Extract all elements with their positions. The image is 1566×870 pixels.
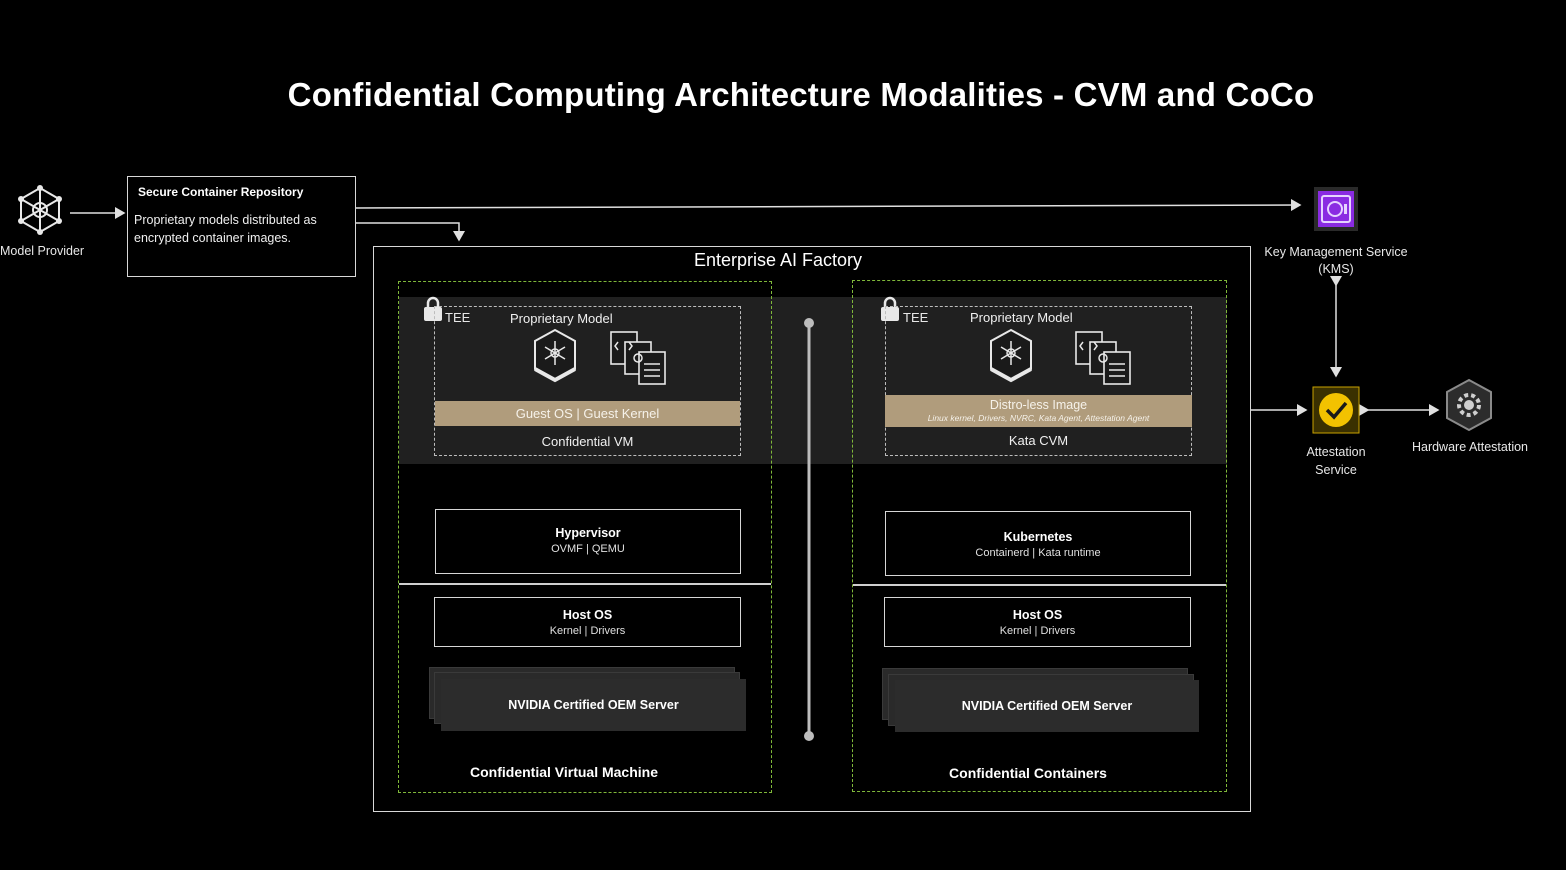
code-documents-icon [609, 330, 667, 391]
coco-tee-box [885, 306, 1192, 456]
coco-section [852, 280, 1227, 792]
repository-description: Proprietary models distributed as encryp… [134, 213, 317, 245]
coco-host-os-layer: Host OS Kernel | Drivers [884, 597, 1191, 647]
lock-icon [423, 296, 443, 327]
coco-distroless-title: Distro-less Image [989, 398, 1088, 412]
section-divider [804, 318, 814, 741]
model-cube-icon [532, 328, 578, 389]
cvm-host-os-title: Host OS [562, 608, 613, 622]
coco-distroless-bar: Distro-less Image Linux kernel, Drivers,… [885, 395, 1192, 427]
vault-icon [1313, 186, 1359, 237]
model-cube-icon [988, 328, 1034, 389]
cvm-host-separator [399, 583, 771, 585]
hypervisor-layer: Hypervisor OVMF | QEMU [435, 509, 741, 574]
cvm-tee-box [434, 306, 741, 456]
cvm-guest-os-bar: Guest OS | Guest Kernel [435, 401, 740, 426]
hypervisor-title: Hypervisor [555, 526, 621, 540]
coco-section-name: Confidential Containers [949, 765, 1107, 781]
coco-model-label: Proprietary Model [970, 310, 1073, 325]
kubernetes-sub: Containerd | Kata runtime [975, 547, 1101, 559]
cvm-tee-label: TEE [445, 310, 471, 325]
code-documents-icon [1074, 330, 1132, 391]
coco-distroless-sub: Linux kernel, Drivers, NVRC, Kata Agent,… [927, 413, 1150, 423]
cvm-model-label: Proprietary Model [510, 311, 613, 326]
coco-tee-label: TEE [903, 310, 929, 325]
kms-label: Key Management Service (KMS) [1264, 245, 1408, 276]
hardware-attestation-label: Hardware Attestation [1411, 440, 1529, 454]
factory-title: Enterprise AI Factory [693, 250, 863, 270]
repo-to-factory-arrow [356, 222, 465, 242]
cvm-host-os-layer: Host OS Kernel | Drivers [434, 597, 741, 647]
attestation-service-label: Attestation Service [1306, 445, 1366, 477]
chip-gear-icon [1444, 378, 1494, 437]
page-title: Confidential Computing Architecture Moda… [287, 76, 1315, 113]
kubernetes-layer: Kubernetes Containerd | Kata runtime [885, 511, 1191, 576]
coco-host-os-sub: Kernel | Drivers [999, 625, 1076, 637]
neural-network-icon [14, 184, 66, 241]
repository-title: Secure Container Repository [138, 185, 304, 199]
model-provider-label: Model Provider [0, 244, 85, 258]
cvm-section-name: Confidential Virtual Machine [470, 764, 658, 780]
cvm-vm-label: Confidential VM [541, 434, 634, 449]
coco-vm-label: Kata CVM [1008, 433, 1069, 448]
secure-container-repository: Secure Container Repository Proprietary … [127, 176, 356, 277]
cvm-host-os-sub: Kernel | Drivers [549, 625, 626, 637]
coco-host-separator [853, 584, 1226, 586]
cvm-section [398, 281, 772, 793]
coco-server: NVIDIA Certified OEM Server [895, 680, 1199, 732]
checkmark-icon [1312, 386, 1360, 439]
hypervisor-sub: OVMF | QEMU [551, 543, 625, 555]
cvm-server: NVIDIA Certified OEM Server [441, 679, 746, 731]
kubernetes-title: Kubernetes [1003, 530, 1073, 544]
repo-to-kms-arrow [355, 199, 1302, 212]
coco-host-os-title: Host OS [1012, 608, 1063, 622]
